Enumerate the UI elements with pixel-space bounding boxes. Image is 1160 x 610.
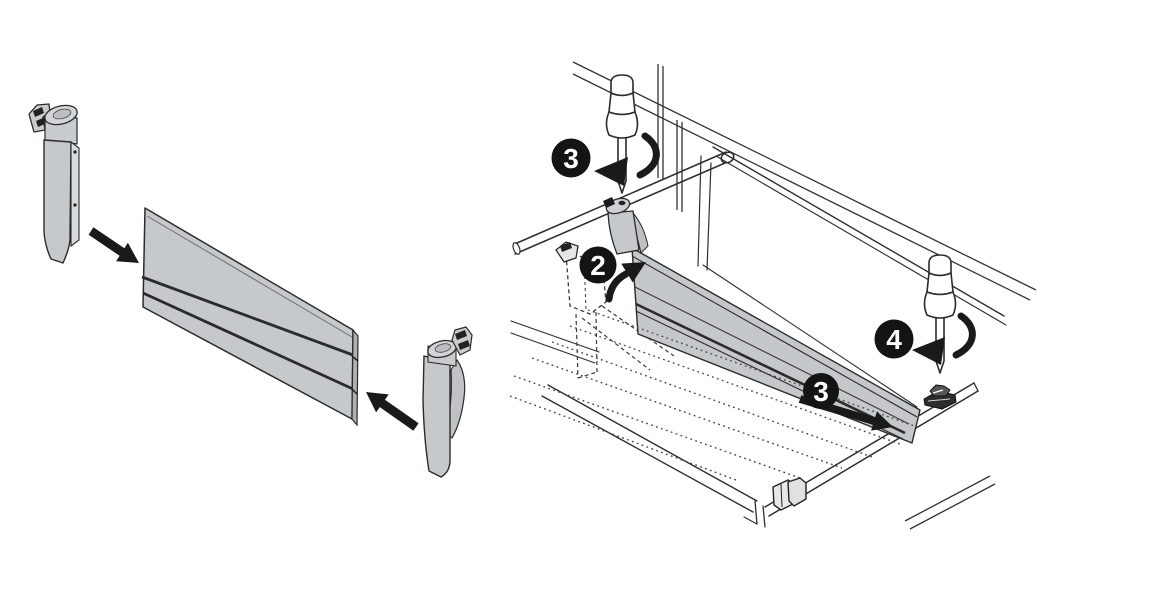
divider-panel bbox=[141, 207, 359, 427]
step-badge-3-slide-label: 3 bbox=[813, 376, 829, 407]
step-badge-2-label: 2 bbox=[590, 250, 606, 281]
ghost-panel-left-edge bbox=[575, 313, 579, 379]
divider-holder-right bbox=[422, 326, 473, 478]
rotation-arrow-left-icon bbox=[594, 132, 660, 186]
hook-arrow-head bbox=[621, 262, 646, 283]
holder-left-clamp-bore bbox=[52, 108, 72, 120]
rotation-arrow-right-head bbox=[912, 337, 945, 365]
step-badge-3-upper-left: 3 bbox=[551, 138, 591, 178]
drawer-outline bbox=[510, 146, 1007, 528]
holder-left-rivet-top bbox=[73, 150, 77, 154]
screwdriver-right-icon bbox=[923, 254, 957, 374]
left-wall-lower-edge-2 bbox=[510, 332, 596, 364]
back-corner-post-inner bbox=[706, 162, 712, 271]
dotted-row-2 bbox=[569, 325, 901, 445]
front-rail-end bbox=[973, 382, 979, 392]
installed-panel-top-edge bbox=[631, 255, 918, 418]
right-wall-top-edge bbox=[712, 146, 1005, 317]
divider-panel-top-bevel bbox=[146, 215, 353, 338]
drawer-bottom-dotted-lines bbox=[509, 309, 921, 481]
divider-holder-left bbox=[28, 103, 80, 264]
left-rail-back-cap bbox=[720, 151, 735, 164]
left-rail-front-cap bbox=[512, 242, 521, 255]
step-badge-4-label: 4 bbox=[886, 324, 902, 355]
right-wall-top-edge-2 bbox=[715, 155, 1007, 326]
right-wall-bottom-edge bbox=[702, 264, 918, 408]
ghost-panel-diagonal-2 bbox=[581, 317, 651, 371]
rotation-arrow-left-head bbox=[594, 157, 628, 186]
holder-right-body bbox=[422, 355, 451, 478]
drawer-installation-figure: 3 2 3 4 bbox=[509, 61, 1037, 530]
front-corner-post-1 bbox=[754, 500, 758, 525]
holder-right-hook-notch-bottom bbox=[458, 340, 470, 350]
dotted-row-1 bbox=[587, 309, 921, 429]
cabinet-top-edge-lower bbox=[572, 73, 1031, 301]
front-edge-bottom bbox=[541, 395, 754, 513]
holder-left-flap bbox=[70, 140, 80, 248]
dotted-row-5 bbox=[513, 375, 801, 479]
ghost-panel-right-edge bbox=[595, 311, 598, 373]
step-badge-3-upper-left-label: 3 bbox=[563, 143, 579, 174]
back-corner-post-outer bbox=[697, 155, 702, 267]
cabinet-front-edge-upper bbox=[904, 475, 991, 522]
front-edge-top bbox=[547, 384, 758, 502]
divider-panel-end-notch-upper bbox=[351, 355, 359, 362]
rotation-arrow-right-arc bbox=[952, 312, 976, 359]
installed-holder-screw bbox=[618, 200, 626, 206]
front-rail-clamp-gap bbox=[780, 483, 783, 508]
divider-panel-stripe-lower bbox=[142, 291, 354, 391]
hook-arrow-arc bbox=[605, 270, 630, 303]
divider-panel-end-face bbox=[351, 328, 359, 427]
holder-right-clamp-bore bbox=[434, 343, 452, 353]
insert-arrow-left-icon bbox=[88, 227, 139, 263]
holder-left-hook-notch-top bbox=[33, 107, 44, 117]
holder-left-body bbox=[43, 139, 72, 264]
left-rail-top-line bbox=[516, 151, 727, 244]
rotation-arrow-left-arc bbox=[636, 132, 660, 179]
cabinet-front-edge-lower bbox=[909, 483, 996, 530]
holder-left-hook-notch-bottom bbox=[36, 117, 47, 127]
screwdriver-right-body bbox=[926, 272, 954, 296]
screwdriver-right-cap bbox=[928, 254, 952, 277]
step-badge-3-slide: 3 bbox=[803, 373, 839, 409]
front-corner-post-2 bbox=[762, 505, 766, 528]
step-badge-2-circle bbox=[579, 246, 617, 284]
installed-holder-body bbox=[607, 210, 640, 255]
side-rail-bracket-highlight-1 bbox=[932, 389, 944, 394]
holder-left-rivet-bottom bbox=[73, 203, 77, 207]
divider-panel-stripe-upper bbox=[141, 275, 354, 357]
step-badge-4: 4 bbox=[874, 319, 914, 359]
screwdriver-left-cap bbox=[610, 74, 634, 97]
screwdriver-left-body bbox=[608, 92, 636, 116]
hook-arrow-icon bbox=[605, 262, 646, 303]
rotation-arrow-right-icon bbox=[912, 312, 976, 365]
installed-holder-clip-notch bbox=[603, 197, 615, 208]
left-wall-lower-edge-1 bbox=[510, 320, 600, 353]
front-rail-clamp bbox=[772, 477, 807, 511]
ghost-hook-clip-notch bbox=[560, 242, 572, 252]
step-badge-3-slide-circle bbox=[803, 373, 839, 409]
holder-right-hook-notch-top bbox=[455, 330, 467, 340]
side-rail-bracket bbox=[923, 384, 957, 410]
front-corner-bottom bbox=[743, 516, 758, 525]
cabinet-top-edge-upper bbox=[572, 61, 1037, 291]
installed-panel-thin-line bbox=[634, 286, 910, 425]
side-rail-bracket-highlight-2 bbox=[927, 398, 951, 402]
screwdriver-left-grip bbox=[605, 111, 639, 139]
divider-panel-end-notch-lower bbox=[351, 388, 358, 395]
step-badge-4-circle bbox=[874, 319, 914, 359]
panel-preassembly-figure bbox=[28, 103, 473, 478]
front-rail-clamp-right bbox=[787, 477, 807, 507]
divider-panel-face bbox=[142, 207, 354, 420]
screwdriver-right-grip bbox=[923, 291, 957, 319]
dotted-row-6 bbox=[509, 395, 737, 481]
insert-arrow-right-icon bbox=[366, 392, 419, 431]
installed-divider bbox=[603, 197, 921, 444]
installed-panel-stripe bbox=[635, 302, 906, 435]
step-badge-3-upper-left-circle bbox=[551, 138, 591, 178]
step-badge-2: 2 bbox=[579, 246, 617, 284]
ghost-panel-bottom-edge bbox=[577, 371, 598, 379]
